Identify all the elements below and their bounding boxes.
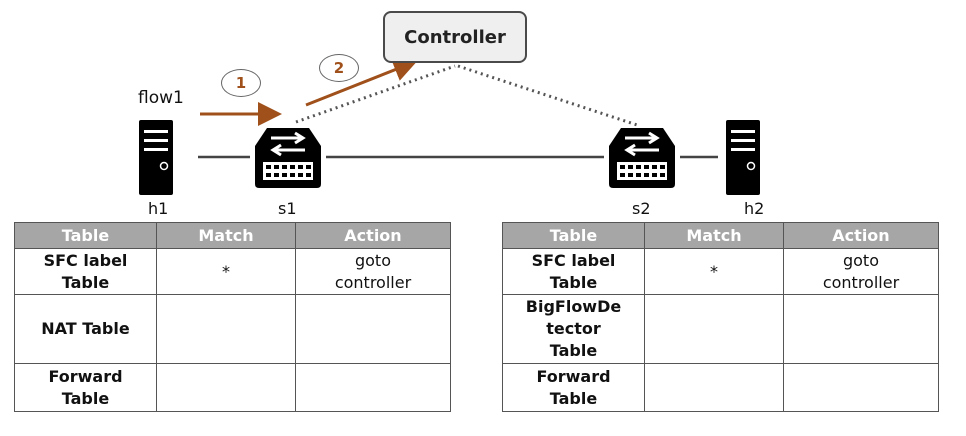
action-cell (295, 363, 451, 412)
action-cell (783, 294, 939, 364)
flow-table-s1: Table Match Action SFC label Table * got… (14, 222, 451, 412)
switch-s1-icon (253, 126, 323, 190)
host-h1-icon (138, 119, 174, 196)
table-row: SFC label Table * goto controller (14, 248, 451, 295)
table-name-cell: Forward Table (14, 363, 157, 412)
node-label-s2: s2 (632, 199, 651, 218)
controller-label: Controller (404, 26, 506, 48)
match-cell (156, 294, 296, 364)
step-2-badge: 2 (319, 54, 359, 82)
action-cell (295, 294, 451, 364)
host-h2-icon (725, 119, 761, 196)
node-label-h2: h2 (744, 199, 765, 218)
flow-label: flow1 (138, 88, 184, 108)
node-label-h1: h1 (148, 199, 169, 218)
topology-diagram (138, 58, 761, 196)
table-row: SFC label Table * goto controller (502, 248, 939, 295)
table-row: Forward Table (502, 363, 939, 412)
table-name-cell: NAT Table (14, 294, 157, 364)
table-row: Forward Table (14, 363, 451, 412)
table-name-cell: SFC label Table (14, 248, 157, 295)
control-link-s1 (295, 64, 456, 124)
table-row: BigFlowDe tector Table (502, 294, 939, 364)
column-header-match: Match (156, 222, 296, 249)
column-header-table: Table (502, 222, 645, 249)
column-header-table: Table (14, 222, 157, 249)
match-cell (644, 294, 784, 364)
match-cell: * (644, 248, 784, 295)
table-row: NAT Table (14, 294, 451, 364)
table-name-cell: SFC label Table (502, 248, 645, 295)
switch-s2-icon (607, 126, 677, 190)
match-cell: * (156, 248, 296, 295)
action-cell (783, 363, 939, 412)
flow-table-s2: Table Match Action SFC label Table * got… (502, 222, 939, 412)
action-cell: goto controller (783, 248, 939, 295)
action-cell: goto controller (295, 248, 451, 295)
column-header-action: Action (295, 222, 451, 249)
node-label-s1: s1 (278, 199, 297, 218)
control-link-s2 (457, 64, 641, 128)
step-1-badge: 1 (221, 69, 261, 97)
column-header-action: Action (783, 222, 939, 249)
match-cell (156, 363, 296, 412)
table-name-cell: BigFlowDe tector Table (502, 294, 645, 364)
table-header-row: Table Match Action (502, 222, 939, 249)
table-header-row: Table Match Action (14, 222, 451, 249)
match-cell (644, 363, 784, 412)
column-header-match: Match (644, 222, 784, 249)
flow-arrow-2 (305, 58, 418, 107)
table-name-cell: Forward Table (502, 363, 645, 412)
controller-box: Controller (383, 11, 527, 63)
